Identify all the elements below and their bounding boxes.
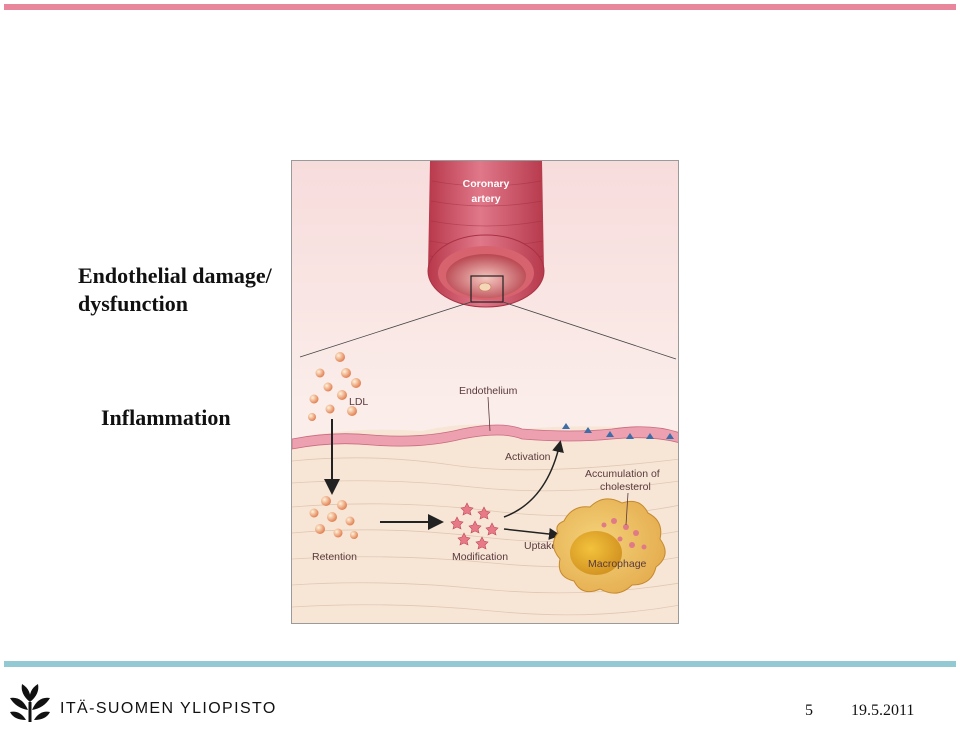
coronary-label-line1: Coronary: [463, 178, 510, 190]
endothelium-layer: [292, 424, 678, 450]
ldl-label: LDL: [349, 396, 368, 408]
caption-endothelial-text: Endothelial damage/ dysfunction: [78, 263, 272, 316]
ldl-particles: [308, 352, 361, 421]
retention-cluster: [309, 496, 358, 539]
retention-label: Retention: [312, 551, 357, 563]
activation-arrow: [503, 440, 564, 518]
endothelium-label: Endothelium: [459, 385, 518, 397]
modified-ldl-cluster: [450, 502, 499, 550]
page-number: 5: [805, 702, 813, 719]
coronary-label-line2: artery: [471, 193, 500, 205]
caption-inflammation: Inflammation: [101, 405, 231, 430]
bottom-accent-bar: [4, 661, 956, 667]
zoom-line-left: [299, 301, 472, 358]
macrophage-label: Macrophage: [588, 558, 647, 570]
university-logo-icon: [8, 682, 52, 731]
accumulation-label-line1: Accumulation of: [585, 468, 660, 480]
atherosclerosis-illustration: Coronary artery: [291, 160, 679, 624]
coronary-artery: [427, 161, 545, 308]
university-name: ITÄ-SUOMEN YLIOPISTO: [60, 700, 277, 717]
illustration-svg: Coronary artery: [292, 161, 678, 623]
zoom-line-right: [502, 301, 677, 360]
uptake-arrow: [503, 528, 561, 540]
macrophage-cell: [553, 498, 666, 594]
modification-label: Modification: [452, 551, 508, 563]
activation-label: Activation: [505, 451, 551, 463]
slide-date: 19.5.2011: [851, 702, 915, 719]
accumulation-label-line2: cholesterol: [600, 481, 651, 493]
endothelium-pointer: [487, 396, 491, 432]
zoom-box: [470, 275, 504, 303]
accumulation-pointer: [625, 492, 629, 526]
top-accent-bar: [4, 4, 956, 10]
caption-endothelial-damage: Endothelial damage/ dysfunction: [78, 262, 272, 318]
uptake-label: Uptake: [524, 540, 557, 552]
